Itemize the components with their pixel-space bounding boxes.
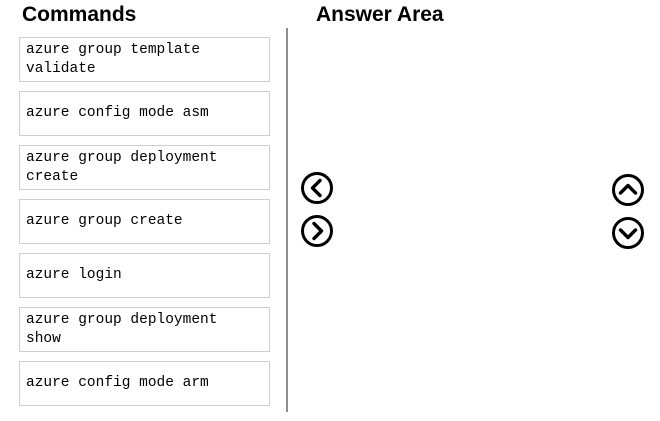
commands-list: azure group template validate azure conf… (19, 37, 271, 415)
move-right-button[interactable] (300, 214, 334, 248)
command-item-label: azure group create (26, 213, 183, 229)
move-left-button[interactable] (300, 171, 334, 205)
command-item-config-mode-arm[interactable]: azure config mode arm (19, 361, 270, 406)
command-item-login[interactable]: azure login (19, 253, 270, 298)
chevron-right-circle-icon (301, 215, 333, 247)
panel-divider (286, 28, 288, 412)
command-item-label: azure login (26, 267, 122, 283)
command-item-group-deployment-create[interactable]: azure group deployment create (19, 145, 270, 190)
command-item-group-deployment-show[interactable]: azure group deployment show (19, 307, 270, 352)
commands-title: Commands (22, 3, 137, 26)
answer-area-title: Answer Area (316, 3, 444, 26)
command-item-label: azure group deployment show (26, 311, 218, 347)
command-item-group-create[interactable]: azure group create (19, 199, 270, 244)
command-item-label: azure config mode asm (26, 105, 209, 121)
move-up-button[interactable] (611, 173, 645, 207)
chevron-left-circle-icon (301, 172, 333, 204)
command-item-label: azure config mode arm (26, 375, 209, 391)
answer-area-dropzone[interactable] (290, 30, 590, 410)
command-item-group-template-validate[interactable]: azure group template validate (19, 37, 270, 82)
command-item-config-mode-asm[interactable]: azure config mode asm (19, 91, 270, 136)
command-item-label: azure group template validate (26, 41, 201, 77)
move-down-button[interactable] (611, 216, 645, 250)
chevron-up-circle-icon (612, 174, 644, 206)
command-item-label: azure group deployment create (26, 149, 218, 185)
chevron-down-circle-icon (612, 217, 644, 249)
